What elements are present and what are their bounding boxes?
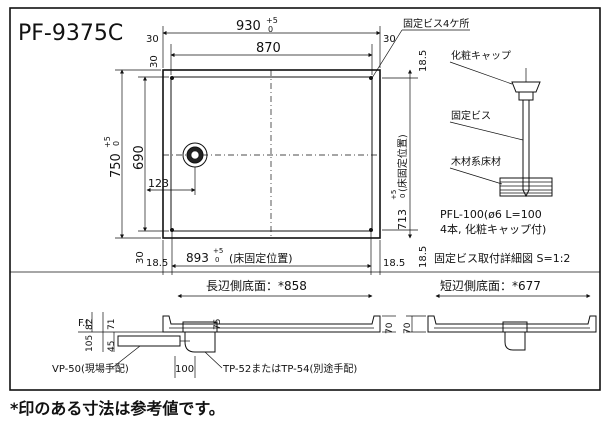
label-tp: TP-52またはTP-54(別途手配): [222, 362, 357, 375]
footnote: *印のある寸法は参考値です。: [10, 399, 225, 418]
dim-long-70: 70: [385, 322, 395, 334]
dim-top-right-margin: 30: [383, 34, 396, 45]
drain-trap: [184, 332, 216, 353]
screw-marker: [369, 228, 373, 232]
detail-caption: 固定ビス取付詳細図 S=1:2: [434, 251, 570, 265]
dim-71: 71: [107, 319, 117, 330]
long-side-view: 長辺側底面：*858 F.L 82 71 105 45 75 70 100 VP…: [52, 278, 396, 378]
dim-82: 82: [85, 319, 95, 330]
dim-left-top-margin: 30: [149, 55, 160, 68]
vp-pipe: [117, 335, 181, 347]
dim-short-70: 70: [403, 322, 413, 334]
dim-45: 45: [107, 341, 117, 352]
label-cap: 化粧キャップ: [451, 49, 511, 62]
dim-top-total: 930: [236, 19, 261, 34]
dim-top-tol-plus: +5: [266, 16, 278, 25]
dim-bottom-tol-zero: 0: [215, 256, 219, 264]
dim-right-tol-plus: +5: [390, 190, 398, 200]
dim-75: 75: [213, 319, 223, 330]
drawing-frame: [9, 7, 601, 391]
screw-marker: [170, 76, 174, 80]
label-screw: 固定ビス: [451, 109, 491, 122]
drain-outlet: [182, 142, 208, 168]
short-tray-profile: [427, 315, 597, 333]
dim-bottom-right: 18.5: [383, 258, 405, 269]
short-side-title: 短辺側底面：*677: [440, 278, 541, 293]
screw-marker: [170, 228, 174, 232]
dim-bottom-tol-plus: +5: [213, 247, 223, 255]
dim-left-inner: 690: [132, 145, 147, 170]
leader-fixing-screws: [371, 29, 403, 79]
dim-right-tol-zero: 0: [399, 194, 407, 198]
spec-line-1: PFL-100(ø6 L=100: [440, 208, 542, 221]
screw-marker: [369, 76, 373, 80]
dim-top-left-margin: 30: [146, 34, 159, 45]
dim-left-total: 750: [109, 153, 124, 178]
dim-100: 100: [175, 364, 194, 375]
dim-top-tol-zero: 0: [268, 25, 273, 34]
dim-left-tol-plus: +5: [103, 136, 112, 148]
top-view: 930 +5 0 870 30 30 固定ビス4ケ所 750 +5 0 690 …: [103, 16, 470, 275]
label-fixing-screws: 固定ビス4ケ所: [403, 17, 469, 30]
dim-top-inner: 870: [256, 41, 281, 56]
label-floor: 木材系床材: [451, 155, 501, 168]
cap-shape: [511, 81, 541, 93]
long-side-title: 長辺側底面：*858: [206, 278, 307, 293]
dim-right-main: 713: [396, 209, 409, 230]
long-tray-profile: [162, 315, 381, 333]
dim-left-bottom-margin: 30: [135, 251, 146, 264]
dim-left-tol-zero: 0: [112, 141, 121, 146]
tray-outline: [162, 69, 381, 239]
short-side-view: 短辺側底面：*677 70: [403, 278, 597, 351]
dim-right-note: (床固定位置): [396, 134, 409, 192]
screw-detail: 化粧キャップ 固定ビス 木材系床材 PFL-100(ø6 L=100 4本, 化…: [434, 49, 570, 265]
dim-bottom-main: 893: [186, 251, 209, 265]
dim-105: 105: [85, 335, 95, 352]
dim-bottom-note: (床固定位置): [229, 251, 293, 265]
tray-rim: [170, 76, 373, 232]
floor-material: [499, 177, 553, 197]
short-drain-trap: [504, 332, 526, 351]
label-vp: VP-50(現場手配): [52, 362, 129, 375]
dim-right-bottom: 18.5: [418, 246, 429, 268]
dim-right-top: 18.5: [418, 50, 429, 72]
dim-bottom-left: 18.5: [146, 258, 168, 269]
model-title: PF-9375C: [18, 21, 123, 46]
spec-line-2: 4本, 化粧キャップ付): [440, 222, 546, 236]
dim-drain-offset: 123: [148, 177, 169, 190]
label-fl: F.L: [78, 318, 91, 329]
